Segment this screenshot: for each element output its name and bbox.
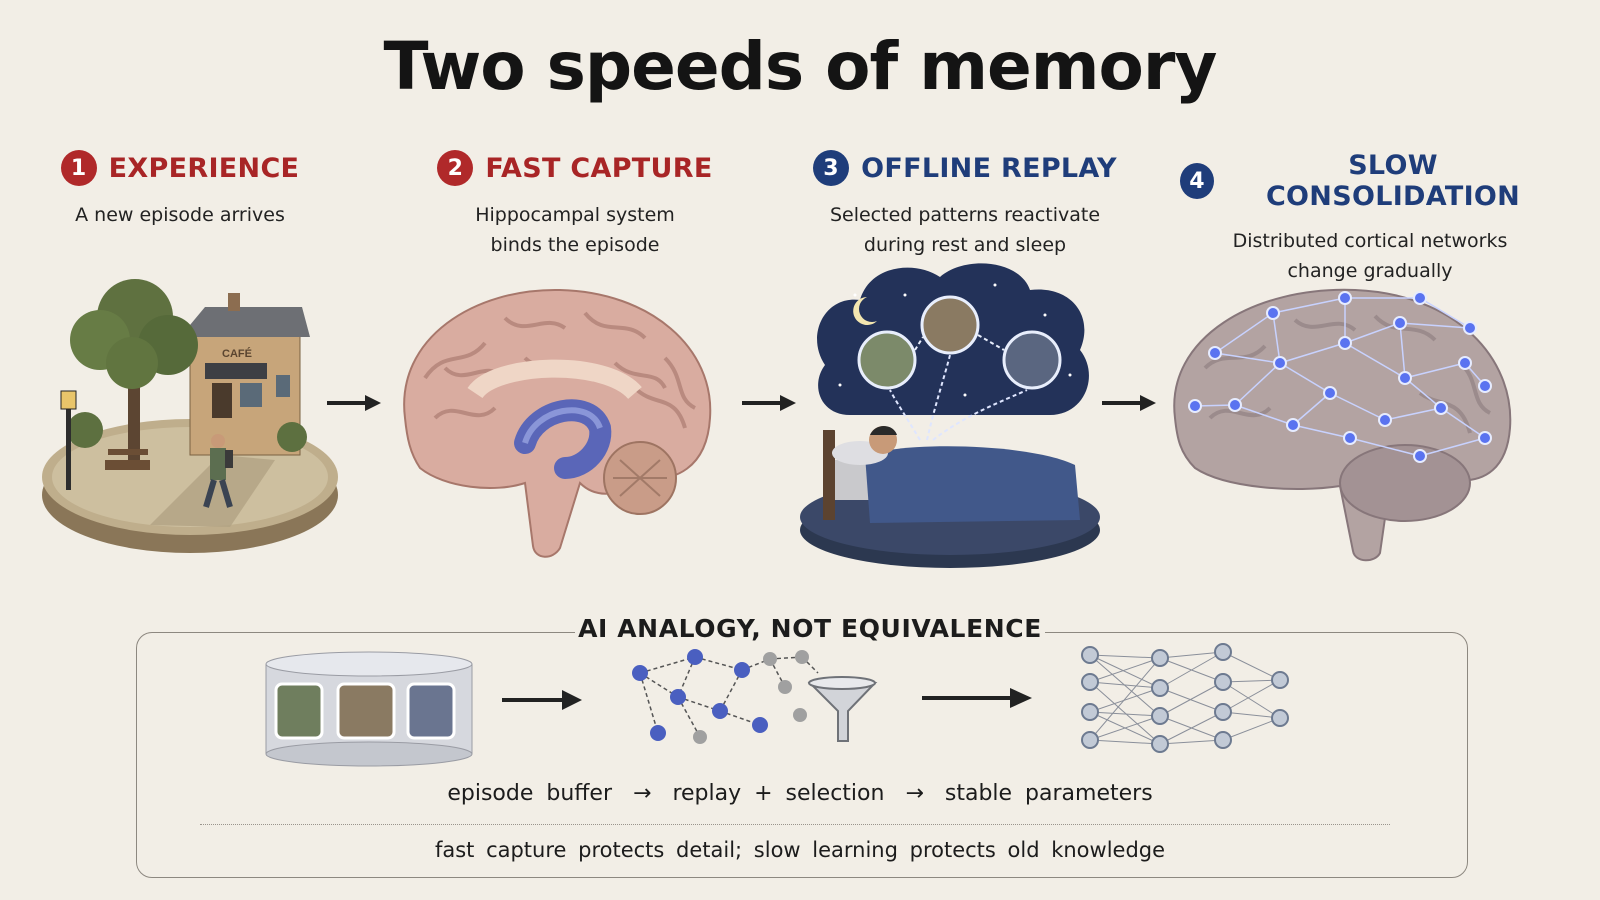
stable-parameters-network-icon <box>1081 643 1289 753</box>
flow-arrow-icon <box>742 395 796 411</box>
ai-analogy-title: AI ANALOGY, NOT EQUIVALENCE <box>575 614 1045 643</box>
replay-cafe-icon <box>920 295 980 355</box>
page-title: Two speeds of memory <box>383 28 1218 105</box>
step-number-badge: 2 <box>437 150 474 186</box>
moon-icon <box>853 297 877 325</box>
step-title: OFFLINE REPLAY <box>861 152 1117 184</box>
replay-lamp-icon <box>1002 330 1062 390</box>
step-title: FAST CAPTURE <box>485 152 713 184</box>
step-fast-capture: 2 FAST CAPTURE Hippocampal system binds … <box>430 150 720 260</box>
pipeline-episode-buffer: episode buffer <box>447 781 613 806</box>
pipeline-stable-parameters: stable parameters <box>944 781 1153 806</box>
episode-buffer-icon <box>265 651 473 767</box>
step-description: Selected patterns reactivate during rest… <box>829 204 1101 256</box>
cafe-scene-illustration: CAFÉ <box>42 279 338 553</box>
replay-selection-icon <box>632 649 878 744</box>
analogy-summary: fast capture protects detail; slow learn… <box>434 838 1166 862</box>
pipeline-arrow: → <box>633 781 652 806</box>
step-experience: 1 EXPERIENCE A new episode arrives <box>50 150 310 230</box>
flow-arrow-icon <box>1102 395 1156 411</box>
step-description: A new episode arrives <box>75 204 285 226</box>
pipeline-replay-selection: replay + selection <box>672 781 885 806</box>
flow-arrow-icon <box>922 688 1032 708</box>
step-offline-replay: 3 OFFLINE REPLAY Selected patterns react… <box>800 150 1130 260</box>
hippocampus-brain-illustration <box>403 288 712 558</box>
analogy-pipeline: episode buffer → replay + selection → st… <box>0 781 1600 806</box>
cafe-sign: CAFÉ <box>222 347 252 360</box>
step-title: EXPERIENCE <box>108 152 300 184</box>
step-number-badge: 1 <box>60 150 97 186</box>
funnel-icon <box>807 682 878 742</box>
flow-arrow-icon <box>502 690 582 710</box>
step-title: SLOW CONSOLIDATION <box>1265 150 1521 212</box>
step-description: Distributed cortical networks change gra… <box>1232 230 1508 282</box>
step-description: Hippocampal system binds the episode <box>475 204 675 256</box>
replay-tree-icon <box>857 330 917 390</box>
cortical-network-brain-illustration <box>1173 288 1512 562</box>
flow-arrow-icon <box>327 395 381 411</box>
dotted-divider <box>200 824 1390 825</box>
sleep-replay-illustration <box>800 263 1100 568</box>
step-slow-consolidation: 4 SLOW CONSOLIDATION Distributed cortica… <box>1180 150 1560 286</box>
step-number-badge: 4 <box>1180 163 1215 199</box>
pipeline-arrow: → <box>905 781 924 806</box>
step-number-badge: 3 <box>813 150 850 186</box>
